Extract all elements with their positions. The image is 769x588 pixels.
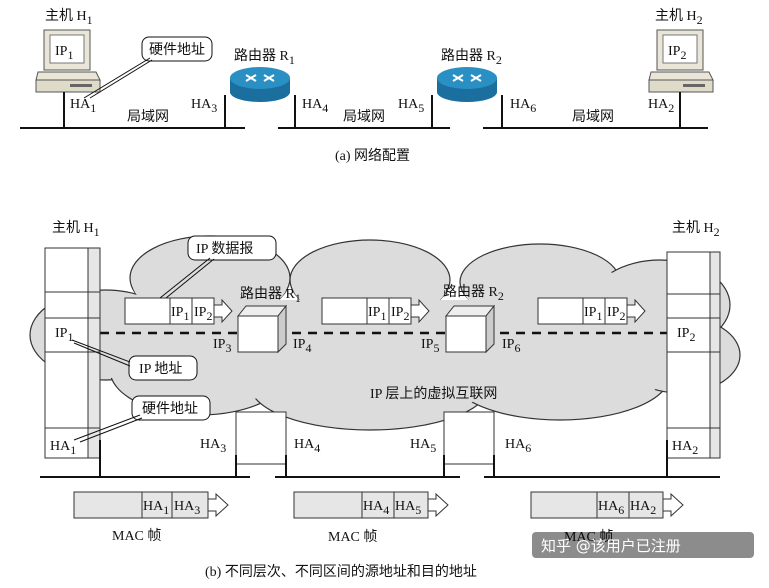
host1-ip-label-b: IP1 [55, 326, 73, 344]
packet3-dst: IP2 [607, 305, 625, 323]
lan2-label: 局域网 [343, 109, 385, 125]
host2-ha-label-b: HA2 [672, 439, 698, 457]
ip-address-callout [128, 355, 198, 381]
ip-datagram-2 [321, 297, 430, 325]
top-ha2-label: HA2 [648, 97, 674, 115]
bottom-ha3-label: HA3 [200, 437, 226, 455]
mac-frame-2 [293, 491, 449, 519]
router1-label-b: 路由器 R1 [240, 286, 301, 305]
top-ha1-label: HA1 [70, 97, 96, 115]
network-configuration: IP1 主机 H1 IP2 主机 H2 路由器 R1 [20, 8, 714, 164]
ip-datagram-3 [537, 297, 646, 325]
host2-protocol-stack [666, 251, 721, 459]
bottom-ha4-label: HA4 [294, 437, 320, 455]
hardware-address-callout [141, 36, 213, 62]
frame2-label: MAC 帧 [328, 529, 377, 545]
bottom-ha6-label: HA6 [505, 437, 531, 455]
frame2-src: HA4 [363, 499, 389, 517]
router2-label: 路由器 R2 [441, 48, 502, 67]
frame3-label: MAC 帧 [564, 529, 613, 545]
ip-address-callout-text: IP 地址 [139, 361, 182, 377]
mac-frame-1 [73, 491, 229, 519]
host1-ha-label-b: HA1 [50, 439, 76, 457]
ip4-label: IP4 [293, 337, 311, 355]
top-ha6-label: HA6 [510, 97, 536, 115]
frame1-label: MAC 帧 [112, 528, 161, 544]
caption-b: (b) 不同层次、不同区间的源地址和目的地址 [205, 564, 477, 580]
ip-datagram-callout [187, 235, 277, 261]
lan1-label: 局域网 [127, 109, 169, 125]
ip6-label: IP6 [502, 337, 520, 355]
router2-label-b: 路由器 R2 [443, 284, 504, 303]
cloud-label: IP 层上的虚拟互联网 [370, 386, 497, 402]
bottom-ha5-label: HA5 [410, 437, 436, 455]
host2-ip-label: IP2 [668, 44, 686, 62]
hardware-address-callout-b [131, 395, 211, 421]
top-ha3-label: HA3 [191, 97, 217, 115]
packet1-src: IP1 [171, 305, 189, 323]
ip3-label: IP3 [213, 337, 231, 355]
host1-stack-label: 主机 H1 [52, 220, 100, 239]
top-ha4-label: HA4 [302, 97, 328, 115]
layered-addresses: IP 层上的虚拟互联网 主机 H1 IP1 HA1 主机 H2 IP2 HA2 [29, 220, 741, 580]
host1-computer-icon [35, 29, 101, 93]
ip-datagram-callout-text: IP 数据报 [196, 241, 253, 257]
frame2-dst: HA5 [395, 499, 421, 517]
host2-label: 主机 H2 [655, 8, 703, 27]
hardware-address-callout-b-text: 硬件地址 [142, 401, 198, 417]
host2-computer-icon [648, 29, 714, 93]
host2-ip-label-b: IP2 [677, 326, 695, 344]
packet2-src: IP1 [368, 305, 386, 323]
ip5-label: IP5 [421, 337, 439, 355]
packet1-dst: IP2 [194, 305, 212, 323]
watermark-text: 知乎 @该用户已注册 [541, 537, 681, 555]
frame3-dst: HA2 [630, 499, 656, 517]
frame3-src: HA6 [598, 499, 624, 517]
mac-frame-3 [530, 491, 684, 519]
frame1-dst: HA3 [174, 499, 200, 517]
watermark: 知乎 @该用户已注册 [532, 532, 754, 558]
hardware-address-callout-text: 硬件地址 [149, 42, 205, 58]
packet3-src: IP1 [584, 305, 602, 323]
packet2-dst: IP2 [391, 305, 409, 323]
router1-label: 路由器 R1 [234, 48, 295, 67]
router2-box [443, 304, 496, 465]
ip-datagram-1 [124, 297, 233, 325]
host1-protocol-stack [44, 247, 101, 459]
frame1-src: HA1 [143, 499, 169, 517]
caption-a: (a) 网络配置 [335, 148, 410, 164]
top-ha5-label: HA5 [398, 97, 424, 115]
host1-ip-label: IP1 [55, 44, 73, 62]
router2-icon [437, 67, 497, 102]
router1-box [235, 304, 288, 465]
router1-icon [230, 67, 290, 102]
host2-stack-label: 主机 H2 [672, 220, 720, 239]
lan3-label: 局域网 [572, 109, 614, 125]
host1-label: 主机 H1 [45, 8, 93, 27]
